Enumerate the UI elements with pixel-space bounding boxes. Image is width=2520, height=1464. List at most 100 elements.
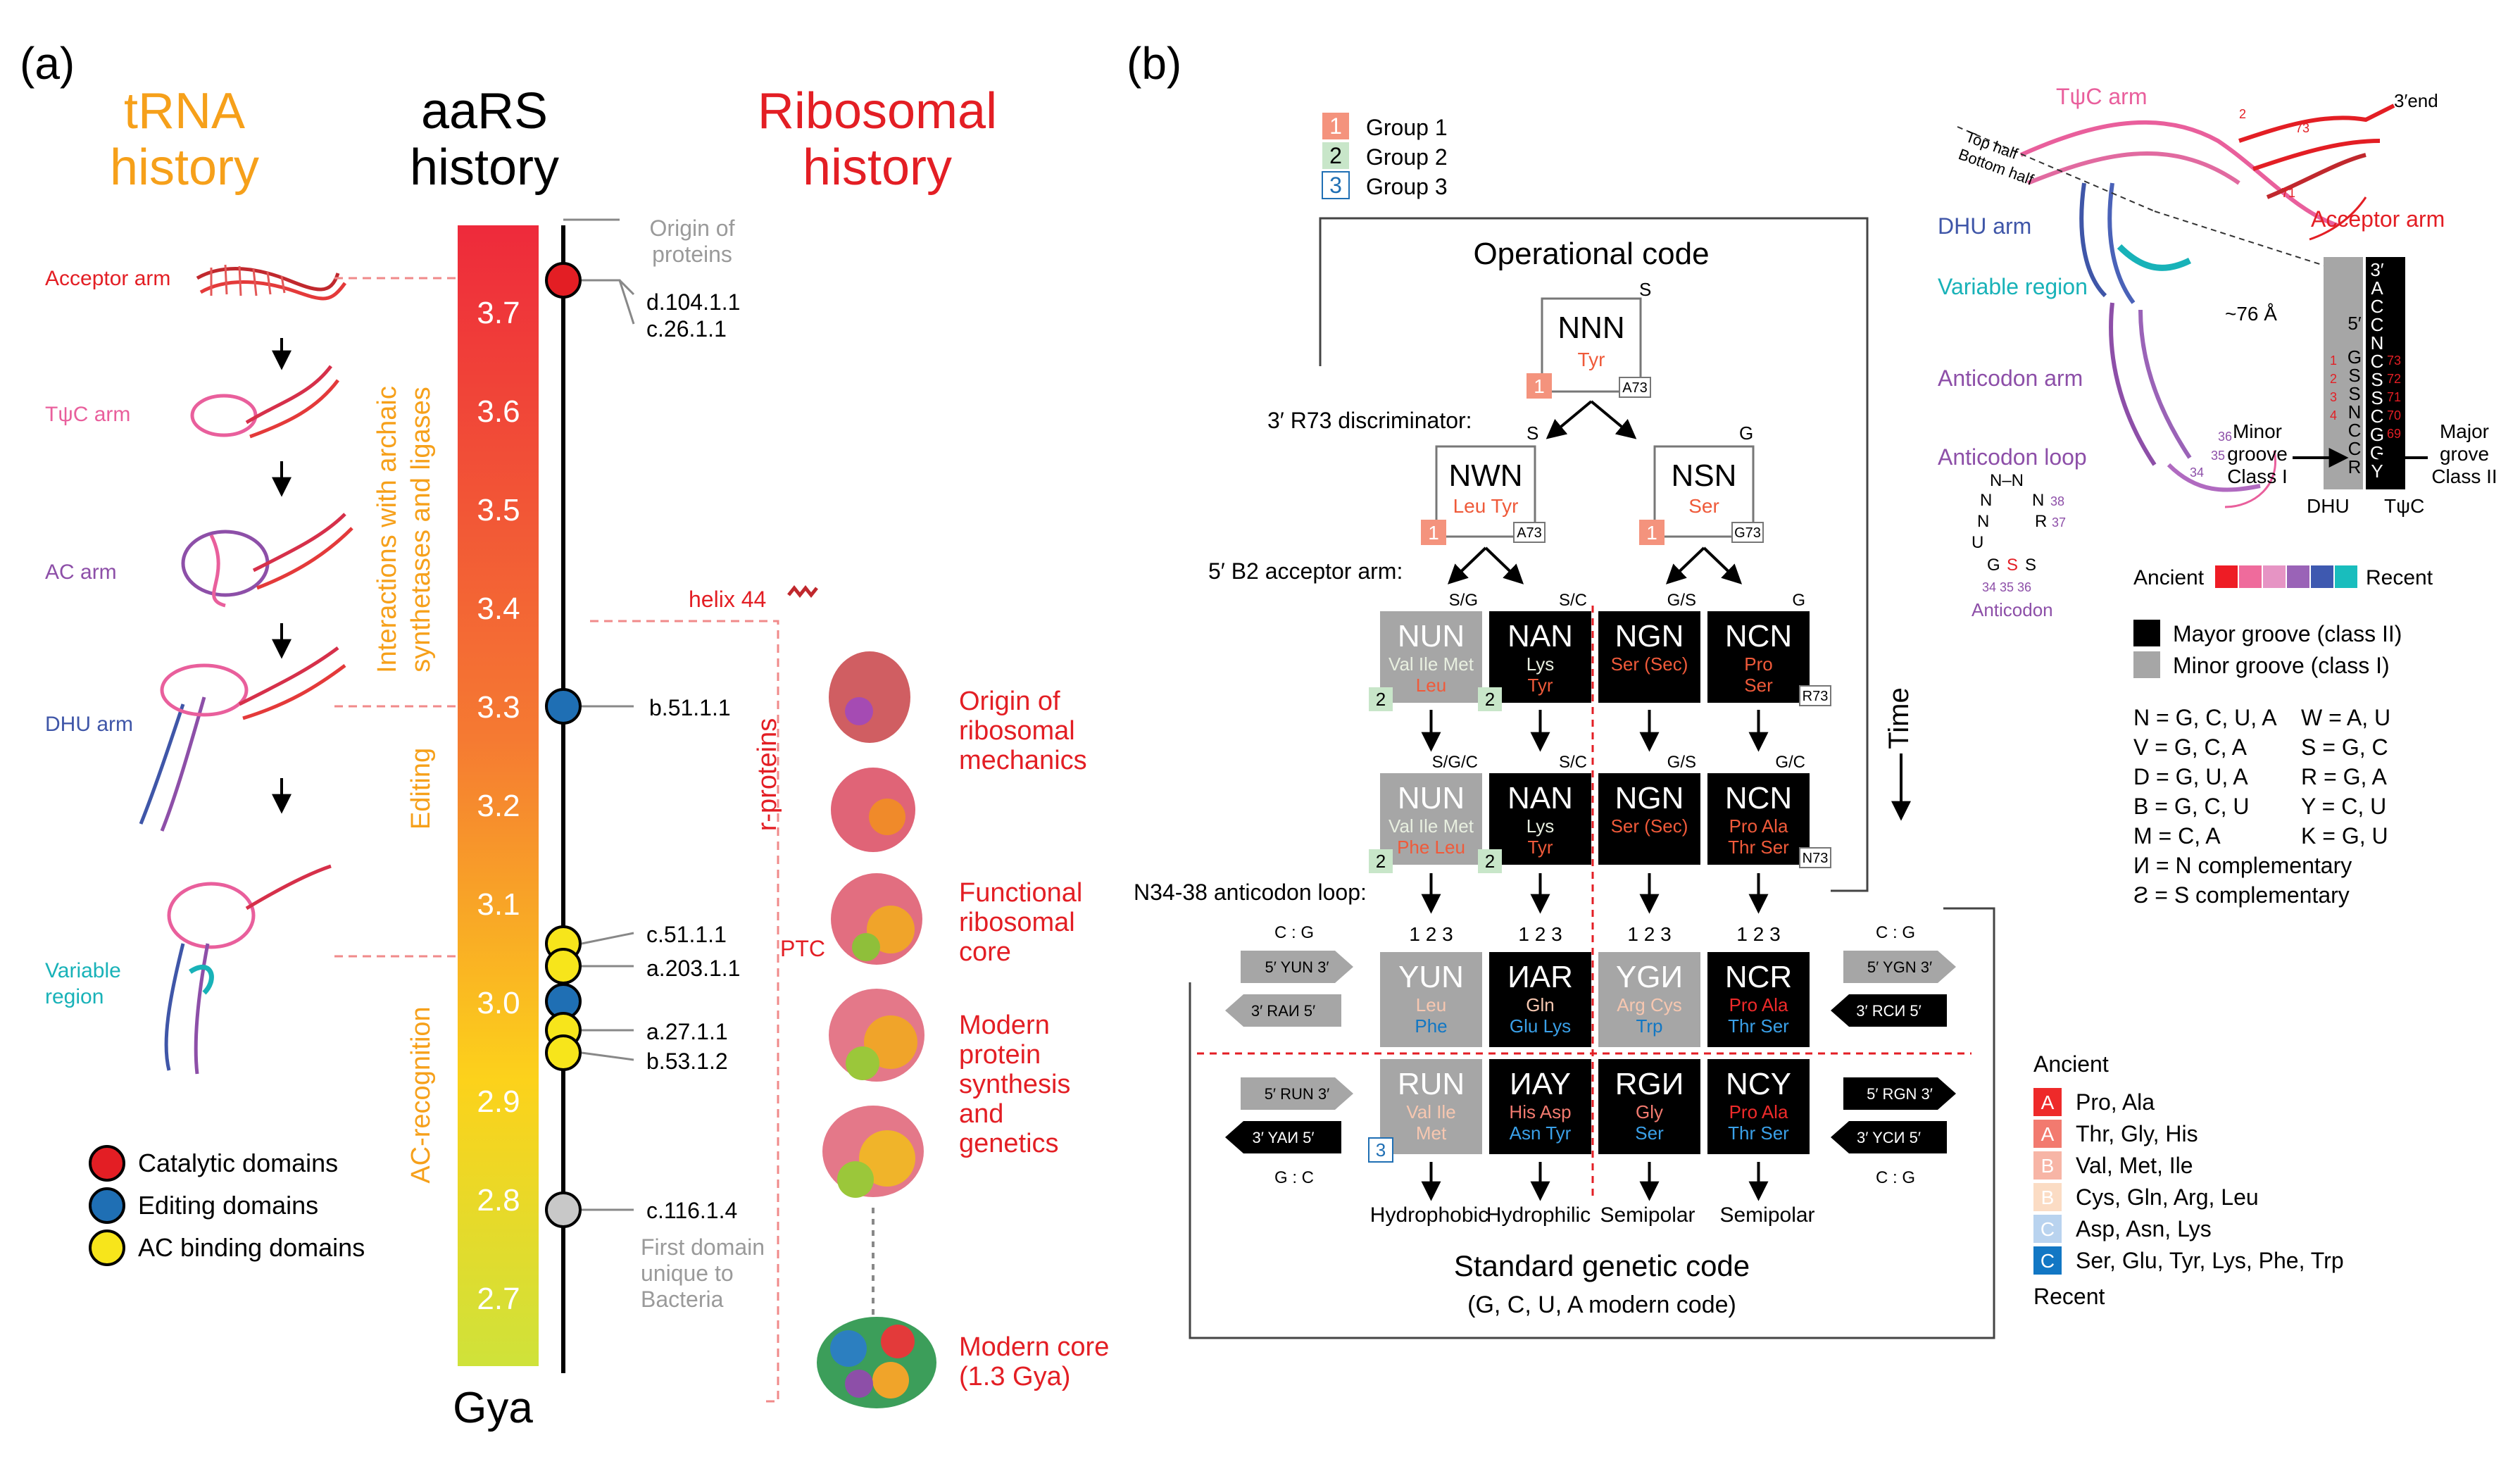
svg-text:1 2 3: 1 2 3 bbox=[1736, 923, 1780, 945]
svg-text:A: A bbox=[2041, 1091, 2055, 1113]
svg-text:Lys: Lys bbox=[1527, 815, 1555, 837]
svg-text:NCR: NCR bbox=[1725, 960, 1792, 994]
svg-text:proteins: proteins bbox=[652, 242, 732, 267]
svg-text:Origin of: Origin of bbox=[959, 687, 1060, 716]
ribosome-structure-2 bbox=[831, 768, 915, 852]
domain-id: d.104.1.1 bbox=[646, 289, 740, 315]
svg-text:G73: G73 bbox=[1734, 525, 1761, 541]
svg-text:G/S: G/S bbox=[1667, 753, 1696, 772]
svg-text:Semipolar: Semipolar bbox=[1719, 1203, 1814, 1227]
ribosomal-history-title: Ribosomal history bbox=[758, 83, 997, 196]
svg-text:C: C bbox=[2371, 406, 2384, 427]
svg-text:ribosomal: ribosomal bbox=[959, 716, 1075, 746]
svg-text:core: core bbox=[959, 937, 1011, 967]
svg-text:TψC arm: TψC arm bbox=[2056, 84, 2147, 109]
svg-text:5′ YUN 3′: 5′ YUN 3′ bbox=[1265, 958, 1329, 976]
svg-text:3′: 3′ bbox=[2370, 259, 2383, 280]
group-legend: 1 Group 1 2 Group 2 3 Group 3 bbox=[1322, 113, 1448, 199]
svg-text:36: 36 bbox=[2218, 430, 2232, 444]
svg-text:Pro Ala: Pro Ala bbox=[1729, 815, 1788, 837]
svg-text:B = G, C, U: B = G, C, U bbox=[2133, 794, 2249, 819]
svg-text:Variable region: Variable region bbox=[1938, 274, 2088, 299]
aars-history-title: aaRS history bbox=[410, 83, 559, 196]
strand-arrow: 3′ YCИ 5′ bbox=[1831, 1121, 1947, 1153]
svg-text:G: G bbox=[1792, 591, 1805, 610]
svg-text:Ser: Ser bbox=[1635, 1122, 1664, 1144]
ribosome-structure-4 bbox=[829, 989, 924, 1082]
svg-text:1 2 3: 1 2 3 bbox=[1409, 923, 1453, 945]
svg-text:2: 2 bbox=[1376, 689, 1386, 710]
svg-text:70: 70 bbox=[2387, 408, 2401, 423]
legend-ac-binding: AC binding domains bbox=[138, 1233, 365, 1262]
axis-tick-label: 3.4 bbox=[477, 592, 520, 626]
svg-text:RGИ: RGИ bbox=[1615, 1067, 1684, 1101]
svg-text:Ser: Ser bbox=[1744, 675, 1773, 696]
svg-text:Group 3: Group 3 bbox=[1366, 174, 1448, 199]
stage-tpsic-arm: TψC arm bbox=[45, 403, 130, 426]
svg-text:G: G bbox=[1739, 423, 1753, 444]
svg-text:His Asp: His Asp bbox=[1509, 1101, 1571, 1122]
svg-text:Cys, Gln, Arg, Leu: Cys, Gln, Arg, Leu bbox=[2076, 1184, 2259, 1210]
complement-legend: И = N complementary Ƨ = S complementary bbox=[2133, 853, 2352, 908]
trna-history-title: tRNA history bbox=[110, 83, 259, 196]
svg-text:R: R bbox=[2035, 512, 2047, 531]
strand-arrow: 5′ YUN 3′ bbox=[1241, 951, 1353, 983]
domain-id: a.203.1.1 bbox=[646, 956, 740, 981]
svg-text:1 2 3: 1 2 3 bbox=[1518, 923, 1562, 945]
svg-text:3′ YAИ 5′: 3′ YAИ 5′ bbox=[1252, 1129, 1314, 1146]
svg-text:M = C, A: M = C, A bbox=[2133, 823, 2221, 849]
svg-text:S: S bbox=[2025, 556, 2036, 575]
axis-tick-label: 3.2 bbox=[477, 789, 520, 823]
svg-text:N: N bbox=[2348, 401, 2362, 423]
axis-tick-label: 3.0 bbox=[477, 986, 520, 1020]
ribosome-structure-1 bbox=[829, 651, 910, 743]
svg-text:3′ YCИ 5′: 3′ YCИ 5′ bbox=[1857, 1129, 1921, 1146]
svg-text:B: B bbox=[2041, 1155, 2055, 1177]
svg-text:NAN: NAN bbox=[1507, 781, 1573, 815]
svg-text:Pro Ala: Pro Ala bbox=[1729, 994, 1788, 1015]
svg-text:Tyr: Tyr bbox=[1527, 675, 1553, 696]
svg-text:NCN: NCN bbox=[1725, 619, 1792, 653]
svg-text:3: 3 bbox=[2330, 390, 2337, 404]
catalytic-domain-marker bbox=[545, 262, 582, 299]
svg-text:2: 2 bbox=[1485, 851, 1495, 872]
axis-tick-label: 3.7 bbox=[477, 296, 520, 330]
svg-text:Ser: Ser bbox=[1688, 495, 1719, 517]
axis-unit: Gya bbox=[453, 1384, 533, 1432]
svg-text:3′end: 3′end bbox=[2394, 90, 2438, 111]
svg-text:Anticodon arm: Anticodon arm bbox=[1938, 365, 2083, 391]
age-swatch bbox=[2033, 1088, 2062, 1116]
standard-code-title: Standard genetic code bbox=[1454, 1249, 1750, 1282]
age-swatch bbox=[2033, 1183, 2062, 1211]
svg-text:3′ RAИ 5′: 3′ RAИ 5′ bbox=[1251, 1002, 1315, 1020]
svg-text:35: 35 bbox=[2211, 449, 2225, 463]
svg-text:Mayor groove (class II): Mayor groove (class II) bbox=[2173, 621, 2402, 646]
svg-text:G: G bbox=[2370, 424, 2384, 445]
svg-text:Y = C, U: Y = C, U bbox=[2301, 794, 2386, 819]
svg-text:Val Ile Met: Val Ile Met bbox=[1388, 653, 1474, 675]
axis-tick-label: 2.8 bbox=[477, 1183, 520, 1218]
svg-text:1: 1 bbox=[1329, 113, 1342, 139]
svg-text:N: N bbox=[2371, 332, 2384, 354]
standard-frame bbox=[1189, 907, 1995, 1339]
svg-text:Class II: Class II bbox=[2431, 465, 2497, 487]
strand-arrow: 3′ RAИ 5′ bbox=[1225, 994, 1341, 1027]
svg-text:N73: N73 bbox=[1803, 851, 1829, 866]
svg-text:history: history bbox=[803, 139, 952, 196]
svg-text:D = G, U, A: D = G, U, A bbox=[2133, 764, 2248, 789]
svg-text:Leu: Leu bbox=[1416, 994, 1446, 1015]
stage-acceptor-arm: Acceptor arm bbox=[45, 267, 170, 290]
origin-of-proteins: Origin of proteins bbox=[650, 215, 735, 267]
domain-id: c.51.1.1 bbox=[646, 922, 727, 947]
svg-text:YUN: YUN bbox=[1398, 960, 1464, 994]
ac-binding-domain-marker bbox=[545, 948, 582, 984]
stage-variable-region-2: region bbox=[45, 985, 104, 1008]
panel-a-label: (a) bbox=[20, 38, 75, 89]
